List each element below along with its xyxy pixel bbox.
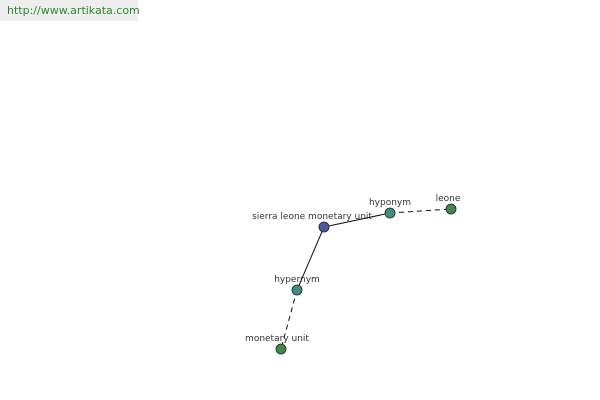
edge-center-hyponym [323,212,391,228]
node-center[interactable]: sierra leone monetary unit [252,212,372,233]
node-label-hyponym: hyponym [369,198,411,208]
node-dot-leone[interactable] [445,203,457,215]
edges-layer [280,208,452,350]
edge-hyponym-leone [389,208,452,214]
node-label-leone: leone [436,194,461,204]
node-hyponym[interactable]: hyponym [369,198,411,219]
node-dot-monetary-unit[interactable] [275,343,287,355]
node-hypernym[interactable]: hypernym [274,275,320,296]
node-dot-hyponym[interactable] [384,207,396,219]
node-dot-hypernym[interactable] [291,284,303,296]
watermark-bar: http://www.artikata.com [0,0,140,21]
node-label-center: sierra leone monetary unit [252,212,372,222]
edge-hypernym-monetary-unit [280,289,298,350]
node-label-hypernym: hypernym [274,275,320,285]
node-dot-center[interactable] [318,221,330,233]
node-monetary-unit[interactable]: monetary unit [245,334,309,355]
nodes-layer: sierra leone monetary unit hyponym leone hy… [245,194,461,355]
node-leone[interactable]: leone [436,194,461,215]
node-label-monetary-unit: monetary unit [245,334,309,344]
edge-center-hypernym [296,226,325,291]
watermark-url[interactable]: http://www.artikata.com [7,4,140,17]
